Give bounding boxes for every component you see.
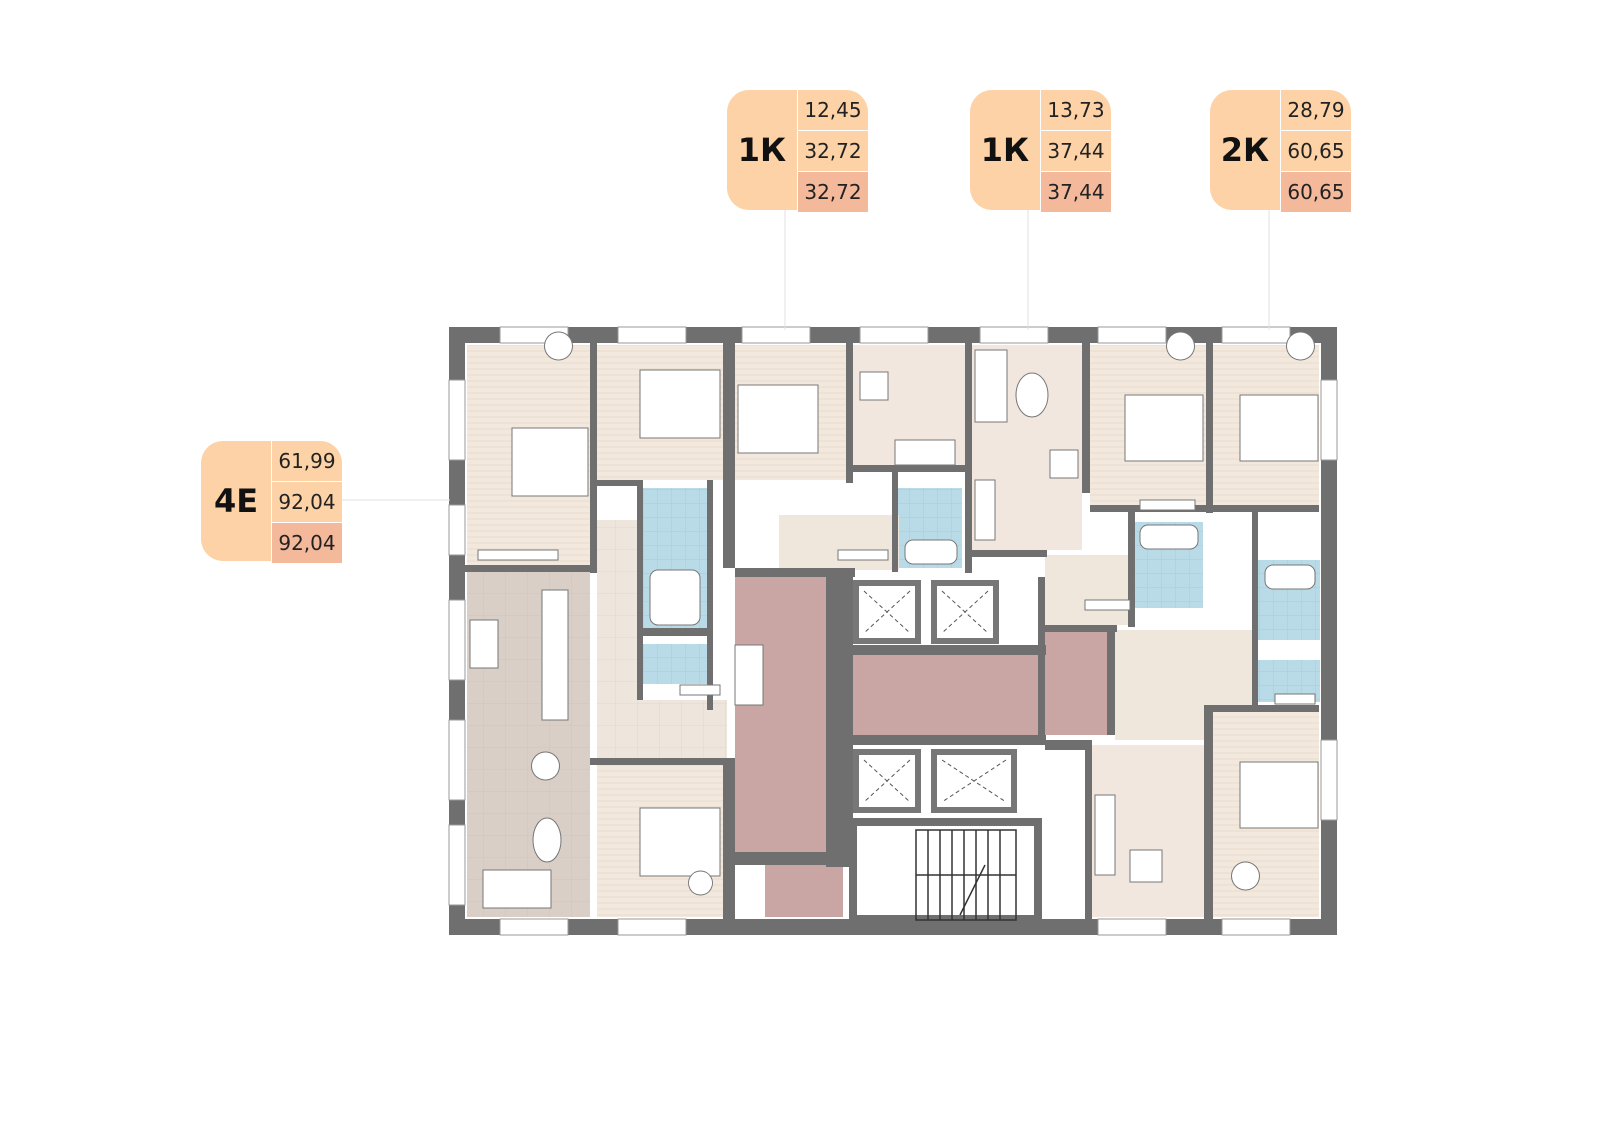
- stairs: [915, 829, 1017, 921]
- common-hall-right: [1045, 632, 1107, 735]
- kitchen-counter: [541, 589, 569, 721]
- kitchen-counter: [1094, 794, 1116, 876]
- total-area-with-balcony: 37,44: [1041, 172, 1111, 212]
- bed-bench: [1274, 693, 1316, 705]
- living-area: 13,73: [1041, 90, 1111, 130]
- common-vestibule: [765, 865, 843, 917]
- kitchen-counter: [974, 479, 996, 541]
- apartment-tag-4[interactable]: 4Е 61,99 92,04 92,04: [201, 441, 342, 563]
- total-area: 92,04: [272, 481, 342, 523]
- table: [1129, 849, 1163, 883]
- table: [1049, 449, 1079, 479]
- bathtub: [1264, 564, 1316, 590]
- coffee-table: [1015, 372, 1049, 418]
- total-area: 60,65: [1281, 130, 1351, 172]
- bed-bench: [477, 549, 559, 561]
- bed-bench: [837, 549, 889, 561]
- corridor-3: [1045, 555, 1130, 625]
- armchair: [1286, 331, 1315, 361]
- coffee-table: [532, 817, 562, 863]
- table: [859, 371, 889, 401]
- bed: [639, 369, 721, 439]
- wardrobe: [734, 644, 764, 706]
- table: [469, 619, 499, 669]
- sofa: [974, 349, 1008, 423]
- bathtub: [649, 569, 701, 626]
- stairwell: [849, 818, 1042, 923]
- bed-bench: [1139, 499, 1196, 511]
- armchair: [1166, 331, 1195, 361]
- common-hall-vertical: [735, 577, 830, 852]
- apartment-tag-3[interactable]: 2К 28,79 60,65 60,65: [1210, 90, 1351, 212]
- bed-bench: [679, 684, 721, 696]
- armchair: [1231, 861, 1260, 891]
- sofa: [482, 869, 552, 909]
- corridor-5: [597, 700, 727, 758]
- total-area-with-balcony: 60,65: [1281, 172, 1351, 212]
- bath-2: [643, 644, 707, 684]
- living-area: 61,99: [272, 441, 342, 481]
- apartment-code: 2К: [1210, 90, 1280, 210]
- armchair: [544, 331, 573, 361]
- bed: [737, 384, 819, 454]
- armchair: [531, 751, 560, 781]
- living-area: 28,79: [1281, 90, 1351, 130]
- bed: [639, 807, 721, 877]
- bed-bench: [1084, 599, 1131, 611]
- bathtub: [904, 539, 958, 565]
- bed: [1239, 394, 1319, 462]
- apartment-code: 1К: [970, 90, 1040, 210]
- total-area-with-balcony: 32,72: [798, 172, 868, 212]
- bed: [1124, 394, 1204, 462]
- corridor-2: [779, 515, 899, 570]
- total-area: 37,44: [1041, 130, 1111, 172]
- apartment-code: 4Е: [201, 441, 271, 561]
- bed: [511, 427, 589, 497]
- total-area: 32,72: [798, 130, 868, 172]
- kitchen-counter: [894, 439, 956, 466]
- common-hall-horizontal: [853, 655, 1038, 735]
- armchair: [688, 870, 713, 896]
- living-area: 12,45: [798, 90, 868, 130]
- apartment-tag-2[interactable]: 1К 13,73 37,44 37,44: [970, 90, 1111, 212]
- bed: [1239, 761, 1319, 829]
- bathtub: [1139, 524, 1199, 550]
- total-area-with-balcony: 92,04: [272, 523, 342, 563]
- apartment-code: 1К: [727, 90, 797, 210]
- apartment-tag-1[interactable]: 1К 12,45 32,72 32,72: [727, 90, 868, 212]
